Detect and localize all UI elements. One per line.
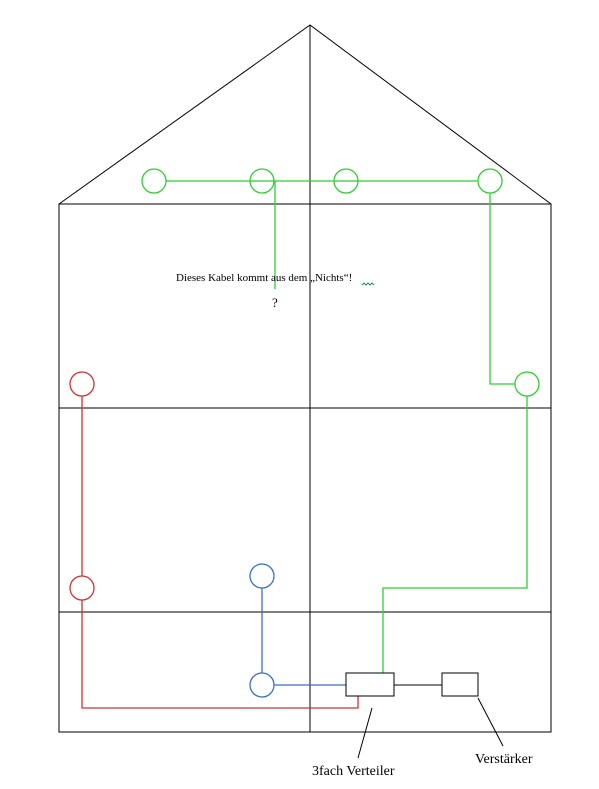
green-outlet-attic-4 (477, 168, 503, 194)
house-structure (58, 24, 552, 733)
splitter-box (345, 672, 395, 697)
spellcheck-underline (361, 282, 375, 286)
green-outlet-attic-3 (333, 168, 359, 194)
green-cable-to-splitter (382, 396, 528, 673)
blue-outlet-ground-floor (249, 672, 275, 698)
cable-note: Dieses Kabel kommt aus dem „Nichts“! (176, 272, 352, 284)
green-cable-right-drop (489, 193, 515, 385)
amplifier-box (441, 672, 479, 697)
devices (345, 672, 504, 759)
splitter-label: 3fach Verteiler (312, 764, 395, 779)
roof (58, 24, 552, 205)
red-outlet-upper-floor (69, 371, 95, 397)
green-outlet-upper-floor (514, 371, 540, 397)
red-cable-to-splitter (81, 600, 359, 709)
house-outline (58, 203, 552, 733)
green-cable (141, 168, 540, 673)
question-mark: ? (272, 295, 278, 310)
amplifier-label: Verstärker (475, 752, 533, 767)
amplifier-callout-line (477, 697, 504, 747)
red-outlet-middle-floor (69, 575, 95, 601)
blue-outlet-middle-floor (249, 563, 275, 589)
blue-cable (249, 563, 346, 698)
green-outlet-attic-2 (249, 168, 275, 194)
green-outlet-attic-1 (141, 168, 167, 194)
red-cable (69, 371, 359, 709)
splitter-callout-line (357, 707, 373, 759)
